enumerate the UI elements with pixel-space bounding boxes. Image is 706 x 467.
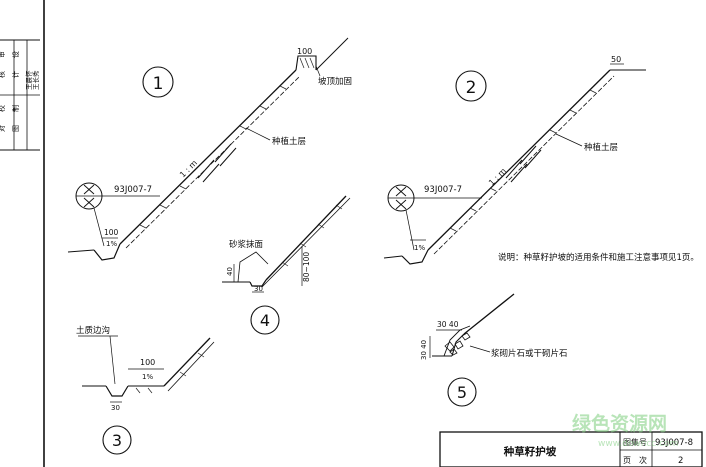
sidebar-signature-0: 王晨怀 [24, 70, 33, 90]
sidebar-signature-1: 王长秀 [31, 70, 40, 90]
page-label: 页 次 [623, 455, 647, 465]
detail-2-number: 2 [466, 78, 477, 98]
detail-1-crest-callout: 坡顶加固 [318, 76, 352, 87]
detail-5-number: 5 [457, 383, 467, 402]
detail-1-top-dim: 100 [297, 47, 312, 56]
watermark-text: 绿色资源网 [572, 412, 667, 435]
sidebar-role-4: 设 [11, 51, 20, 58]
detail-1-number: 1 [153, 74, 164, 94]
detail-1: 1 1 : m 100 坡顶加固 种植土层 [67, 37, 352, 261]
page-number: 2 [678, 456, 683, 466]
watermark: 绿色资源网 www.downcc.com [572, 412, 678, 449]
detail-1-soil-callout: 种植土层 [272, 136, 306, 147]
atlas-number: 93J007-8 [655, 438, 693, 448]
detail-2-soil-callout: 种植土层 [584, 142, 618, 153]
detail-3-top-dim: 100 [140, 358, 155, 367]
sidebar-role-0: 审 [0, 51, 6, 58]
detail-3-callout: 土质边沟 [76, 325, 110, 336]
detail-4-callout: 砂浆抹面 [229, 239, 264, 250]
title-block: 种草籽护坡 图集号 93J007-8 页 次 2 [439, 431, 703, 467]
detail-3: 3 土质边沟 100 1% 30 [76, 325, 215, 455]
general-note: 说明：种草籽护坡的适用条件和施工注意事项见1页。 [498, 252, 699, 263]
detail-1-bottom-dim: 100 [104, 228, 119, 237]
approval-sidebar: 审 核 校 对 设 计 制 图 王晨怀 王长秀 [0, 0, 45, 467]
detail-4-left-dim: 40 [226, 267, 234, 276]
detail-1-grade: 1% [106, 240, 117, 248]
sidebar-role-5: 计 [11, 71, 20, 78]
detail-1-reference: 93J007-7 [114, 185, 152, 195]
detail-4-right-dim: 80~100 [302, 252, 311, 282]
detail-2-grade: 1% [414, 244, 425, 252]
detail-5-top-dims: 30 40 [437, 320, 459, 329]
atlas-label: 图集号 [623, 437, 647, 447]
detail-5-left-dims: 30 40 [420, 340, 428, 360]
detail-4-number: 4 [260, 311, 270, 330]
sidebar-role-2: 校 [0, 105, 6, 112]
sidebar-role-6: 制 [11, 105, 20, 112]
sidebar-role-7: 图 [12, 125, 20, 132]
detail-4: 4 砂浆抹面 40 30 80~100 [222, 195, 351, 335]
detail-4-bottom-dim: 30 [254, 285, 263, 293]
detail-2-reference: 93J007-7 [424, 185, 462, 195]
drawing-title: 种草籽护坡 [503, 445, 557, 458]
detail-2: 2 1 : m 50 种植土层 93J007-7 1% [383, 55, 646, 265]
sidebar-role-1: 核 [0, 71, 6, 78]
sidebar-role-3: 对 [0, 125, 6, 132]
detail-5-callout: 浆砌片石或干砌片石 [491, 348, 568, 359]
watermark-url: www.downcc.com [598, 439, 678, 449]
detail-5: 5 30 40 30 40 浆砌片石或干砌片石 [420, 293, 568, 407]
detail-3-grade: 1% [142, 373, 153, 381]
detail-3-number: 3 [112, 431, 122, 450]
detail-2-top-dim: 50 [611, 55, 621, 64]
detail-3-bottom-dim: 30 [111, 404, 120, 412]
